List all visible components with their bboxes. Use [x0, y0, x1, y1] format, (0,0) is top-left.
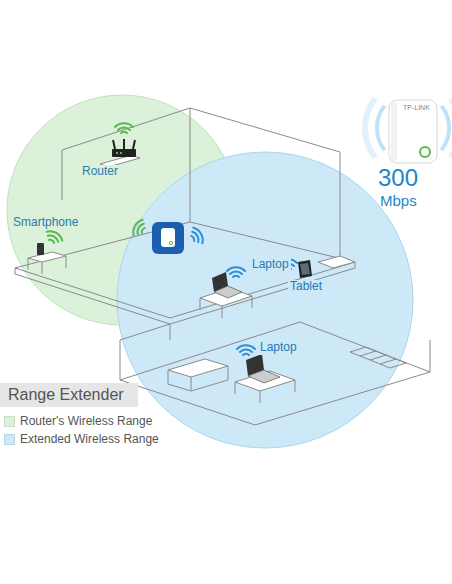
- device-label: Router: [80, 165, 120, 179]
- wifi-signal: [188, 226, 205, 246]
- wifi-signal: [115, 123, 133, 133]
- router-icon: [112, 139, 136, 157]
- wifi-signal: [44, 228, 64, 245]
- wifi-signal: [237, 345, 255, 355]
- laptop-icon: [246, 354, 280, 383]
- tablet-icon: [298, 260, 312, 278]
- legend-swatch: [4, 416, 15, 427]
- legend-text: Router's Wireless Range: [20, 415, 152, 429]
- brand-mark: TP-LINK: [401, 104, 432, 112]
- legend-row: Extended Wireless Range: [4, 433, 159, 447]
- legend-text: Extended Wireless Range: [20, 433, 159, 447]
- speed-number: 300: [376, 164, 420, 192]
- house-wireframe: [15, 108, 430, 425]
- device-label: Tablet: [288, 280, 324, 294]
- device-label: Laptop: [258, 341, 299, 355]
- smartphone-icon: [37, 243, 44, 255]
- speed-unit: Mbps: [378, 192, 419, 209]
- legend-heading: Range Extender: [0, 383, 138, 407]
- wifi-signal: [227, 267, 245, 277]
- furniture: [28, 155, 355, 403]
- extender-icon: [152, 222, 184, 254]
- extended-range: [117, 152, 413, 448]
- device-label: Laptop: [250, 258, 291, 272]
- wifi-signal: [130, 218, 147, 238]
- legend-row: Router's Wireless Range: [4, 415, 152, 429]
- device-label: Smartphone: [11, 216, 80, 230]
- legend-swatch: [4, 434, 15, 445]
- product-picture: [365, 98, 452, 163]
